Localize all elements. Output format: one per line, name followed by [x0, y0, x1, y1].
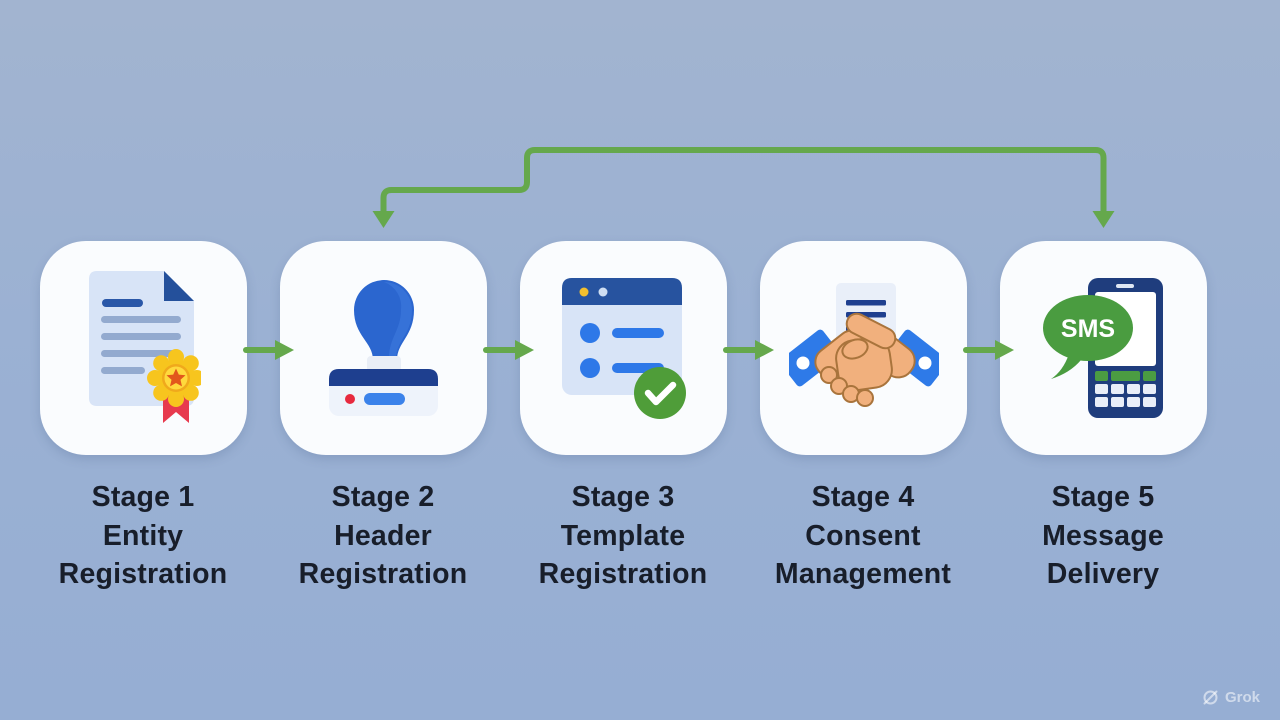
certificate-document-icon — [88, 271, 201, 423]
feedback-connector-line — [380, 147, 1107, 215]
stamp-red-dot — [345, 394, 355, 404]
stamp-blue-bar — [364, 393, 405, 405]
window-dot-light — [598, 287, 607, 296]
stage-card-5: SMS — [1000, 241, 1207, 455]
stage-4-line2: Consent — [805, 519, 921, 552]
stage-3-title: Stage 3 — [571, 481, 675, 513]
grok-logo-icon — [1203, 690, 1218, 705]
arrowhead-into-stage5 — [1092, 211, 1115, 228]
stage-label-5: Stage 5 Message Delivery — [973, 478, 1233, 594]
document-title-line — [101, 299, 143, 307]
stage-label-1: Stage 1 Entity Registration — [13, 478, 273, 594]
top-fingers — [845, 312, 896, 350]
left-sleeve — [788, 329, 840, 387]
stage-5-line2: Message — [1042, 519, 1164, 552]
list-row-1 — [579, 322, 664, 343]
stage-5-title: Stage 5 — [1051, 481, 1155, 513]
stage-1-line2: Entity — [102, 519, 184, 552]
stamp-neck — [367, 356, 401, 372]
template-checklist-icon — [561, 277, 686, 419]
stage-3-line2: Template — [560, 519, 686, 552]
stage-1-title: Stage 1 — [91, 481, 195, 513]
knuckle-1 — [819, 366, 838, 384]
sms-badge-text: SMS — [1061, 315, 1115, 343]
hands-clasped — [813, 312, 916, 407]
stage-4-line3: Management — [774, 558, 952, 590]
stage-card-2 — [280, 241, 487, 455]
stamp-handle-highlight — [384, 282, 412, 358]
watermark-label: Grok — [1224, 689, 1260, 706]
stage-label-3: Stage 3 Template Registration — [493, 478, 753, 594]
knuckle-4 — [855, 389, 874, 407]
rubber-stamp-icon — [329, 280, 438, 416]
stage-card-1 — [40, 241, 247, 455]
stage-2-title: Stage 2 — [331, 481, 435, 513]
keypad-white-keys — [1095, 383, 1156, 407]
check-badge — [633, 366, 686, 419]
stage-card-3 — [520, 241, 727, 455]
stage-label-2: Stage 2 Header Registration — [253, 478, 513, 594]
left-cuff-button — [796, 356, 809, 370]
handshake-icon — [788, 283, 939, 407]
stage-1-line3: Registration — [58, 558, 228, 590]
stage-3-line3: Registration — [538, 558, 708, 590]
window-dot-yellow — [579, 287, 588, 296]
stage-label-4: Stage 4 Consent Management — [733, 478, 993, 594]
stage-card-4 — [760, 241, 967, 455]
phone-keypad — [1095, 370, 1156, 407]
ribbon-seal — [146, 349, 201, 423]
stage-2-line3: Registration — [298, 558, 468, 590]
phone-speaker — [1116, 283, 1134, 288]
sms-phone-icon: SMS — [1043, 277, 1163, 418]
stage-5-line3: Delivery — [1046, 558, 1160, 590]
check-mark — [644, 381, 676, 405]
document-folded-corner — [163, 271, 194, 301]
right-cuff-button — [918, 356, 931, 370]
watermark: Grok — [1202, 689, 1260, 706]
thumb — [840, 338, 869, 360]
sms-bubble: SMS — [1043, 294, 1133, 379]
arrowhead-into-stage2 — [372, 211, 395, 228]
keypad-green-row — [1095, 370, 1156, 381]
stamp-base-band — [329, 369, 438, 386]
window-header — [561, 277, 682, 305]
stage-2-line2: Header — [334, 519, 432, 552]
seal-star — [166, 368, 185, 387]
sms-bubble-tail — [1051, 353, 1081, 379]
stage-4-title: Stage 4 — [811, 481, 915, 513]
